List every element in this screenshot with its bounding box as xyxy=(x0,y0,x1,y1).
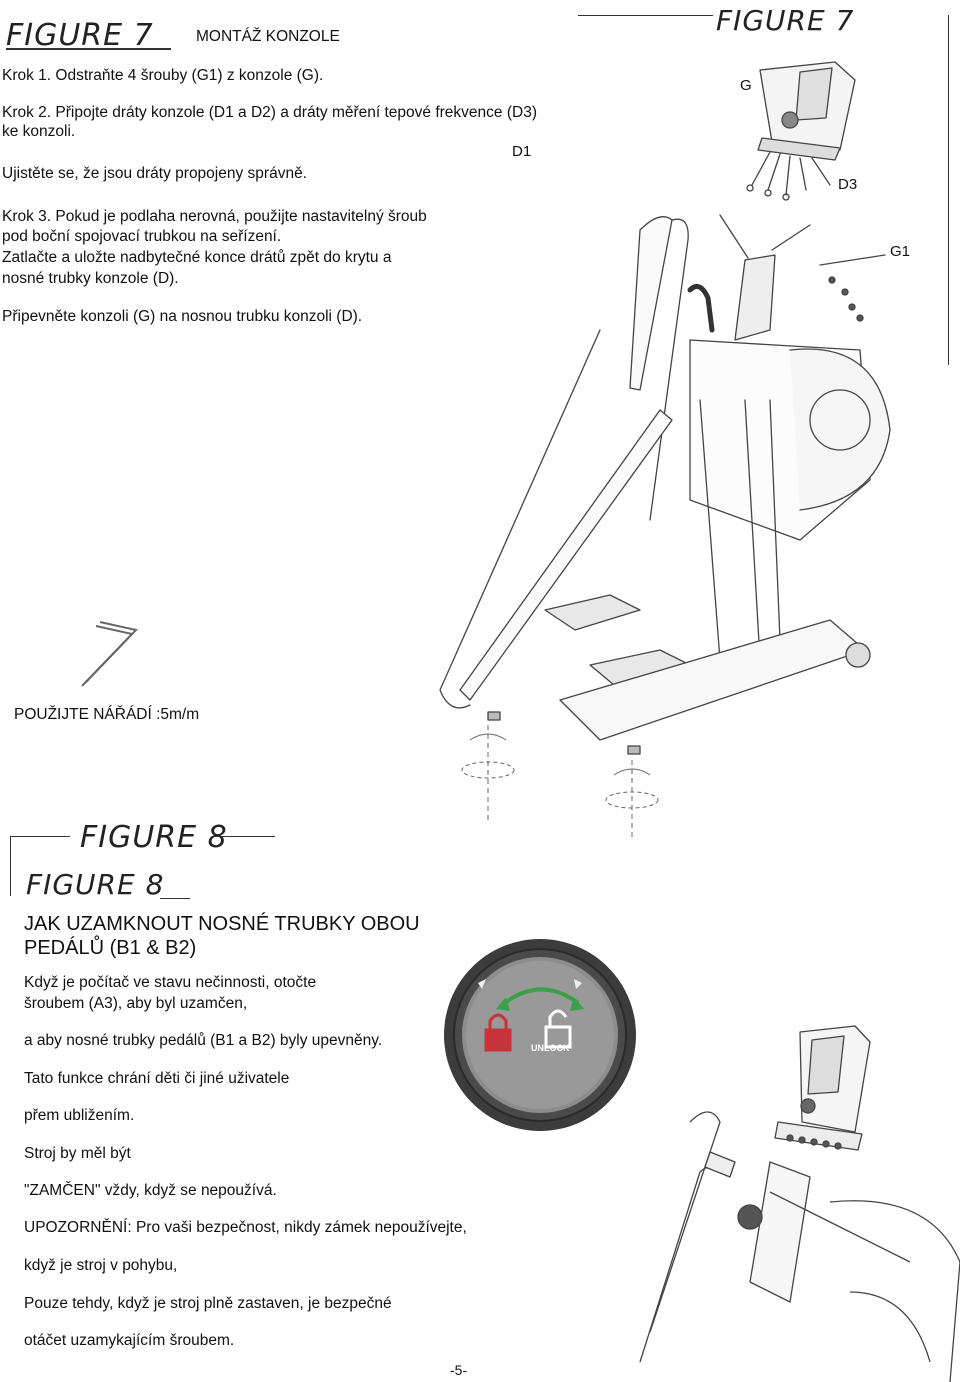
step-3-line5: Připevněte konzoli (G) na nosnou trubku … xyxy=(2,308,363,325)
para-line-1: Když je počítač ve stavu nečinnosti, oto… xyxy=(24,974,317,991)
para-line-3: a aby nosné trubky pedálů (B1 a B2) byly… xyxy=(24,1032,383,1049)
figure7-label-right: FIGURE 7 xyxy=(716,4,855,37)
allen-key-icon xyxy=(81,621,138,687)
para-line-11: otáčet uzamykajícím šroubem. xyxy=(24,1332,235,1349)
para-line-5: přem ubližením. xyxy=(24,1107,135,1124)
figure8-rule-right xyxy=(215,836,275,837)
lock-knob-illustration xyxy=(444,939,636,1131)
heading-line-2: PEDÁLŮ (B1 & B2) xyxy=(24,937,197,959)
para-line-8: UPOZORNĚNÍ: Pro vaši bezpečnost, nikdy z… xyxy=(24,1219,467,1236)
figure8-heading: JAK UZAMKNOUT NOSNÉ TRUBKY OBOU PEDÁLŮ (… xyxy=(24,912,420,960)
lock-label: LOCK xyxy=(484,1043,510,1053)
tool-instruction: POUŽIJTE NÁŘÁDÍ :5m/m xyxy=(14,706,200,723)
page-number: -5- xyxy=(450,1362,468,1378)
para-line-6: Stroj by měl být xyxy=(24,1145,131,1162)
step-3-line2: pod boční spojovací trubkou na seřízení. xyxy=(2,228,282,245)
callout-d1: D1 xyxy=(512,143,532,160)
step-2-note: Ujistěte se, že jsou dráty propojeny spr… xyxy=(2,165,307,182)
figure7-label-underline xyxy=(6,48,171,50)
step-3: Krok 3. Pokud je podlaha nerovná, použij… xyxy=(2,208,427,225)
heading-line-1: JAK UZAMKNOUT NOSNÉ TRUBKY OBOU xyxy=(24,913,420,935)
figure8-machine-drawing xyxy=(639,1025,960,1382)
figure8-label: FIGURE 8 xyxy=(26,868,165,901)
callout-g: G xyxy=(740,77,752,94)
step-1: Krok 1. Odstraňte 4 šrouby (G1) z konzol… xyxy=(2,67,324,84)
figure7-right-frame xyxy=(948,15,949,365)
figure7-title: MONTÁŽ KONZOLE xyxy=(196,28,340,45)
para-line-10: Pouze tehdy, když je stroj plně zastaven… xyxy=(24,1295,392,1312)
unlock-icon xyxy=(544,1009,572,1049)
callout-g1: G1 xyxy=(890,243,911,260)
figure8-label-underline xyxy=(160,898,190,899)
figure7-right-rule xyxy=(578,15,713,16)
lock-icon xyxy=(484,1013,512,1052)
elliptical-trainer-drawing xyxy=(81,61,891,840)
para-line-4: Tato funkce chrání děti či jiné uživatel… xyxy=(24,1070,290,1087)
console-g xyxy=(746,61,856,201)
callout-d3: D3 xyxy=(838,176,858,193)
para-line-2: šroubem (A3), aby byl uzamčen, xyxy=(24,995,248,1012)
step-2: Krok 2. Připojte dráty konzole (D1 a D2)… xyxy=(2,104,537,121)
step-3-line4: nosné trubky konzole (D). xyxy=(2,270,179,287)
figure8-label-top: FIGURE 8 xyxy=(80,820,228,855)
step-2-cont: ke konzoli. xyxy=(2,123,76,140)
figure7-label: FIGURE 7 xyxy=(6,18,154,53)
figure8-rule-left xyxy=(10,836,70,837)
step-3-line3: Zatlačte a uložte nadbytečné konce drátů… xyxy=(2,249,392,266)
para-line-7: "ZAMČEN" vždy, když se nepoužívá. xyxy=(24,1182,277,1199)
figure8-frame-left xyxy=(10,836,11,896)
para-line-9: když je stroj v pohybu, xyxy=(24,1257,178,1274)
unlock-label: UNLOCK xyxy=(531,1043,570,1053)
